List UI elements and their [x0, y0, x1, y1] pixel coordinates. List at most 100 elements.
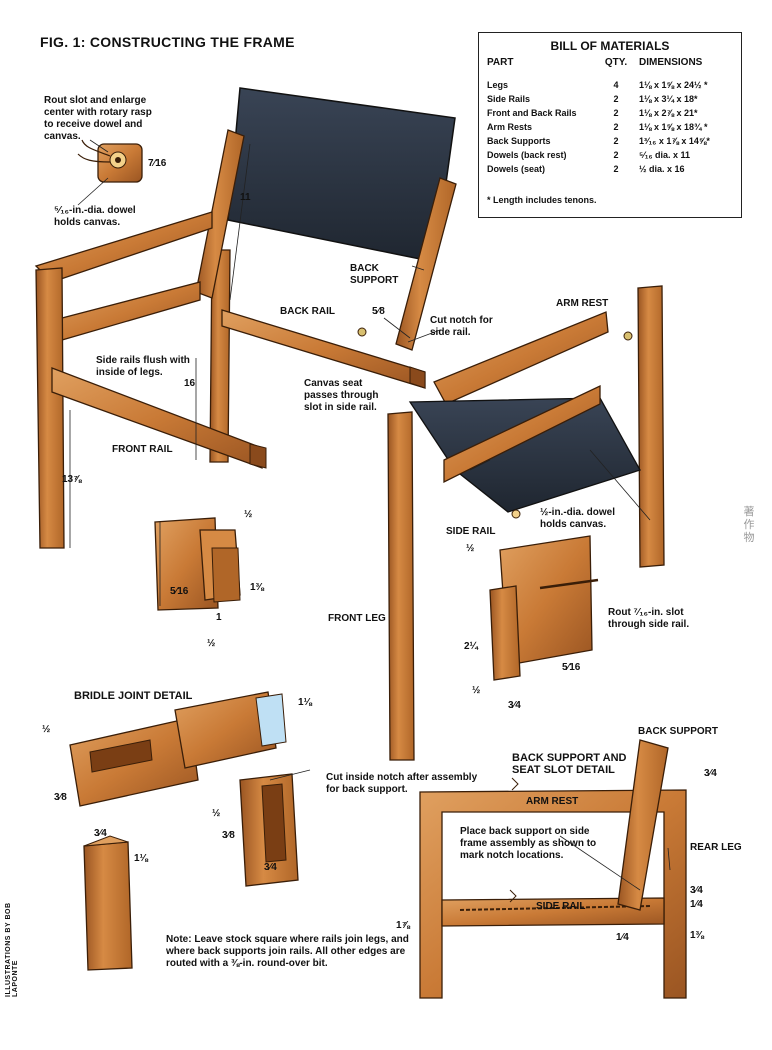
label-cut-inside: Cut inside notch after assembly for back… [326, 772, 478, 795]
bill-of-materials: BILL OF MATERIALS PART QTY. DIMENSIONS L… [478, 32, 742, 218]
dim-label: 5⁄16 [170, 586, 189, 597]
label-arm-rest: ARM REST [556, 298, 609, 309]
bridle-joint [69, 691, 299, 971]
back-rail [221, 309, 426, 389]
bom-qty: 2 [613, 164, 619, 174]
illustration-credit: ILLUSTRATIONS BY BOB LAPONTE [5, 902, 19, 997]
label-back-support: BACK SUPPORT [350, 263, 399, 286]
label-slot-detail: BACK SUPPORT AND SEAT SLOT DETAIL [512, 752, 627, 776]
back-canvas [227, 87, 456, 263]
bom-part: Back Supports [487, 136, 551, 146]
bom-row: Legs 4 1⅛ x 1⅝ x 24½ * [487, 78, 739, 92]
bom-part: Front and Back Rails [487, 108, 577, 118]
dim-label: ½ [212, 808, 221, 819]
dim-label: ½ [207, 638, 216, 649]
bom-dim: 1⅛ x 3¼ x 18* [639, 94, 698, 104]
bom-table: PART QTY. DIMENSIONS Legs 4 1⅛ x 1⅝ x 24½ … [487, 57, 739, 176]
figure-title: FIG. 1: CONSTRUCTING THE FRAME [40, 34, 295, 50]
dim-label: 1⅜ [250, 582, 264, 593]
label-back-rail: BACK RAIL [280, 306, 335, 317]
dim-label: 5⁄16 [562, 662, 581, 673]
bom-dim: 1⅛ x 1⅝ x 24½ * [639, 80, 708, 90]
slot-back-support [617, 739, 669, 911]
dim-label: 1⅛ [298, 697, 312, 708]
dim-label: 5⁄8 [372, 306, 385, 317]
bom-header-row: PART QTY. DIMENSIONS [487, 57, 739, 78]
dim-label: ½ [42, 724, 51, 735]
dim-label: 11 [240, 192, 251, 203]
bom-dim: ⁵⁄₁₆ dia. x 11 [639, 150, 691, 160]
bom-part: Legs [487, 80, 509, 90]
dim-label: 1⁄4 [690, 899, 703, 910]
label-dowel-holds: ⁵⁄₁₆-in.-dia. dowel holds canvas. [54, 205, 136, 228]
dim-label: ½ [244, 509, 253, 520]
dim-label: 3⁄4 [264, 862, 277, 873]
side-rail-right [443, 384, 601, 484]
bom-qty: 2 [613, 150, 619, 160]
bom-dim: 1⅛ x 1⅝ x 18¾ * [639, 122, 708, 132]
dim-label: 7⁄16 [148, 158, 167, 169]
bom-part: Dowels (seat) [487, 164, 546, 174]
label-bridle-joint: BRIDLE JOINT DETAIL [74, 690, 193, 702]
label-place-back: Place back support on side frame assembl… [460, 826, 597, 861]
dim-label: 3⁄4 [690, 885, 703, 896]
bom-col-qty: QTY. [604, 57, 628, 68]
bom-qty: 2 [613, 108, 619, 118]
label-canvas-seat: Canvas seat passes through slot in side … [304, 378, 379, 413]
bom-part: Side Rails [487, 94, 531, 104]
arm-rest-right [433, 311, 609, 405]
bom-dim: ½ dia. x 16 [639, 164, 685, 174]
bom-qty: 4 [613, 80, 619, 90]
side-rail-left [61, 281, 201, 341]
bom-row: Front and Back Rails 2 1⅛ x 2⅞ x 21* [487, 106, 739, 120]
rear-leg-right [637, 285, 665, 568]
label-half-dowel: ½-in.-dia. dowel holds canvas. [540, 507, 616, 530]
back-support-right [395, 177, 457, 351]
label-arm-rest-2: ARM REST [526, 796, 579, 807]
bom-heading: BILL OF MATERIALS [550, 39, 670, 53]
exploded-assembly [357, 285, 665, 761]
label-side-rails-flush: Side rails flush with inside of legs. [96, 355, 190, 378]
copyright-stamp: 著作物 [743, 505, 755, 544]
label-cut-notch: Cut notch for side rail. [430, 315, 493, 338]
bom-footnote: * Length includes tenons. [487, 195, 597, 205]
joint-detail-b [489, 535, 599, 681]
bom-part: Dowels (back rest) [487, 150, 567, 160]
dim-label: 1⁄4 [616, 932, 629, 943]
label-rear-leg: REAR LEG [690, 842, 742, 853]
dim-label: 3⁄4 [94, 828, 107, 839]
dim-label: 3⁄8 [54, 792, 67, 803]
dim-label: 16 [184, 378, 196, 389]
joint-detail-a [154, 517, 241, 611]
dim-label: 1 [216, 612, 222, 623]
bom-qty: 2 [613, 94, 619, 104]
dim-label: 1⅞ [396, 920, 410, 931]
dim-label: 3⁄4 [508, 700, 521, 711]
leader-lines [69, 139, 671, 891]
label-rout-slot: Rout slot and enlarge center with rotary… [44, 95, 152, 142]
label-front-leg: FRONT LEG [328, 613, 386, 624]
dim-label: ½ [466, 543, 475, 554]
bom-dim: 1⅛ x 2⅞ x 21* [639, 108, 698, 118]
front-leg-right [387, 411, 415, 761]
rear-leg-left [209, 249, 231, 463]
back-support-left [195, 129, 245, 299]
label-side-rail-2: SIDE RAIL [536, 901, 586, 912]
bom-qty: 2 [613, 136, 619, 146]
label-front-rail: FRONT RAIL [112, 444, 173, 455]
bom-row: Dowels (seat) 2 ½ dia. x 16 [487, 162, 739, 176]
dim-label: 1⅜ [690, 930, 704, 941]
dim-label: 3⁄8 [222, 830, 235, 841]
dim-label: ½ [472, 685, 481, 696]
bom-dim: 1³⁄₁₆ x 1⅞ x 14⅝* [639, 136, 710, 146]
bom-row: Back Supports 2 1³⁄₁₆ x 1⅞ x 14⅝* [487, 134, 739, 148]
dim-label: 2¼ [464, 641, 478, 652]
bom-col-dimensions: DIMENSIONS [639, 57, 703, 68]
front-leg-left [35, 267, 65, 549]
seat-canvas [408, 397, 641, 513]
dim-label: 13⅞ [62, 474, 82, 485]
dim-label: 1⅛ [134, 853, 148, 864]
bom-row: Dowels (back rest) 2 ⁵⁄₁₆ dia. x 11 [487, 148, 739, 162]
label-side-rail: SIDE RAIL [446, 526, 496, 537]
